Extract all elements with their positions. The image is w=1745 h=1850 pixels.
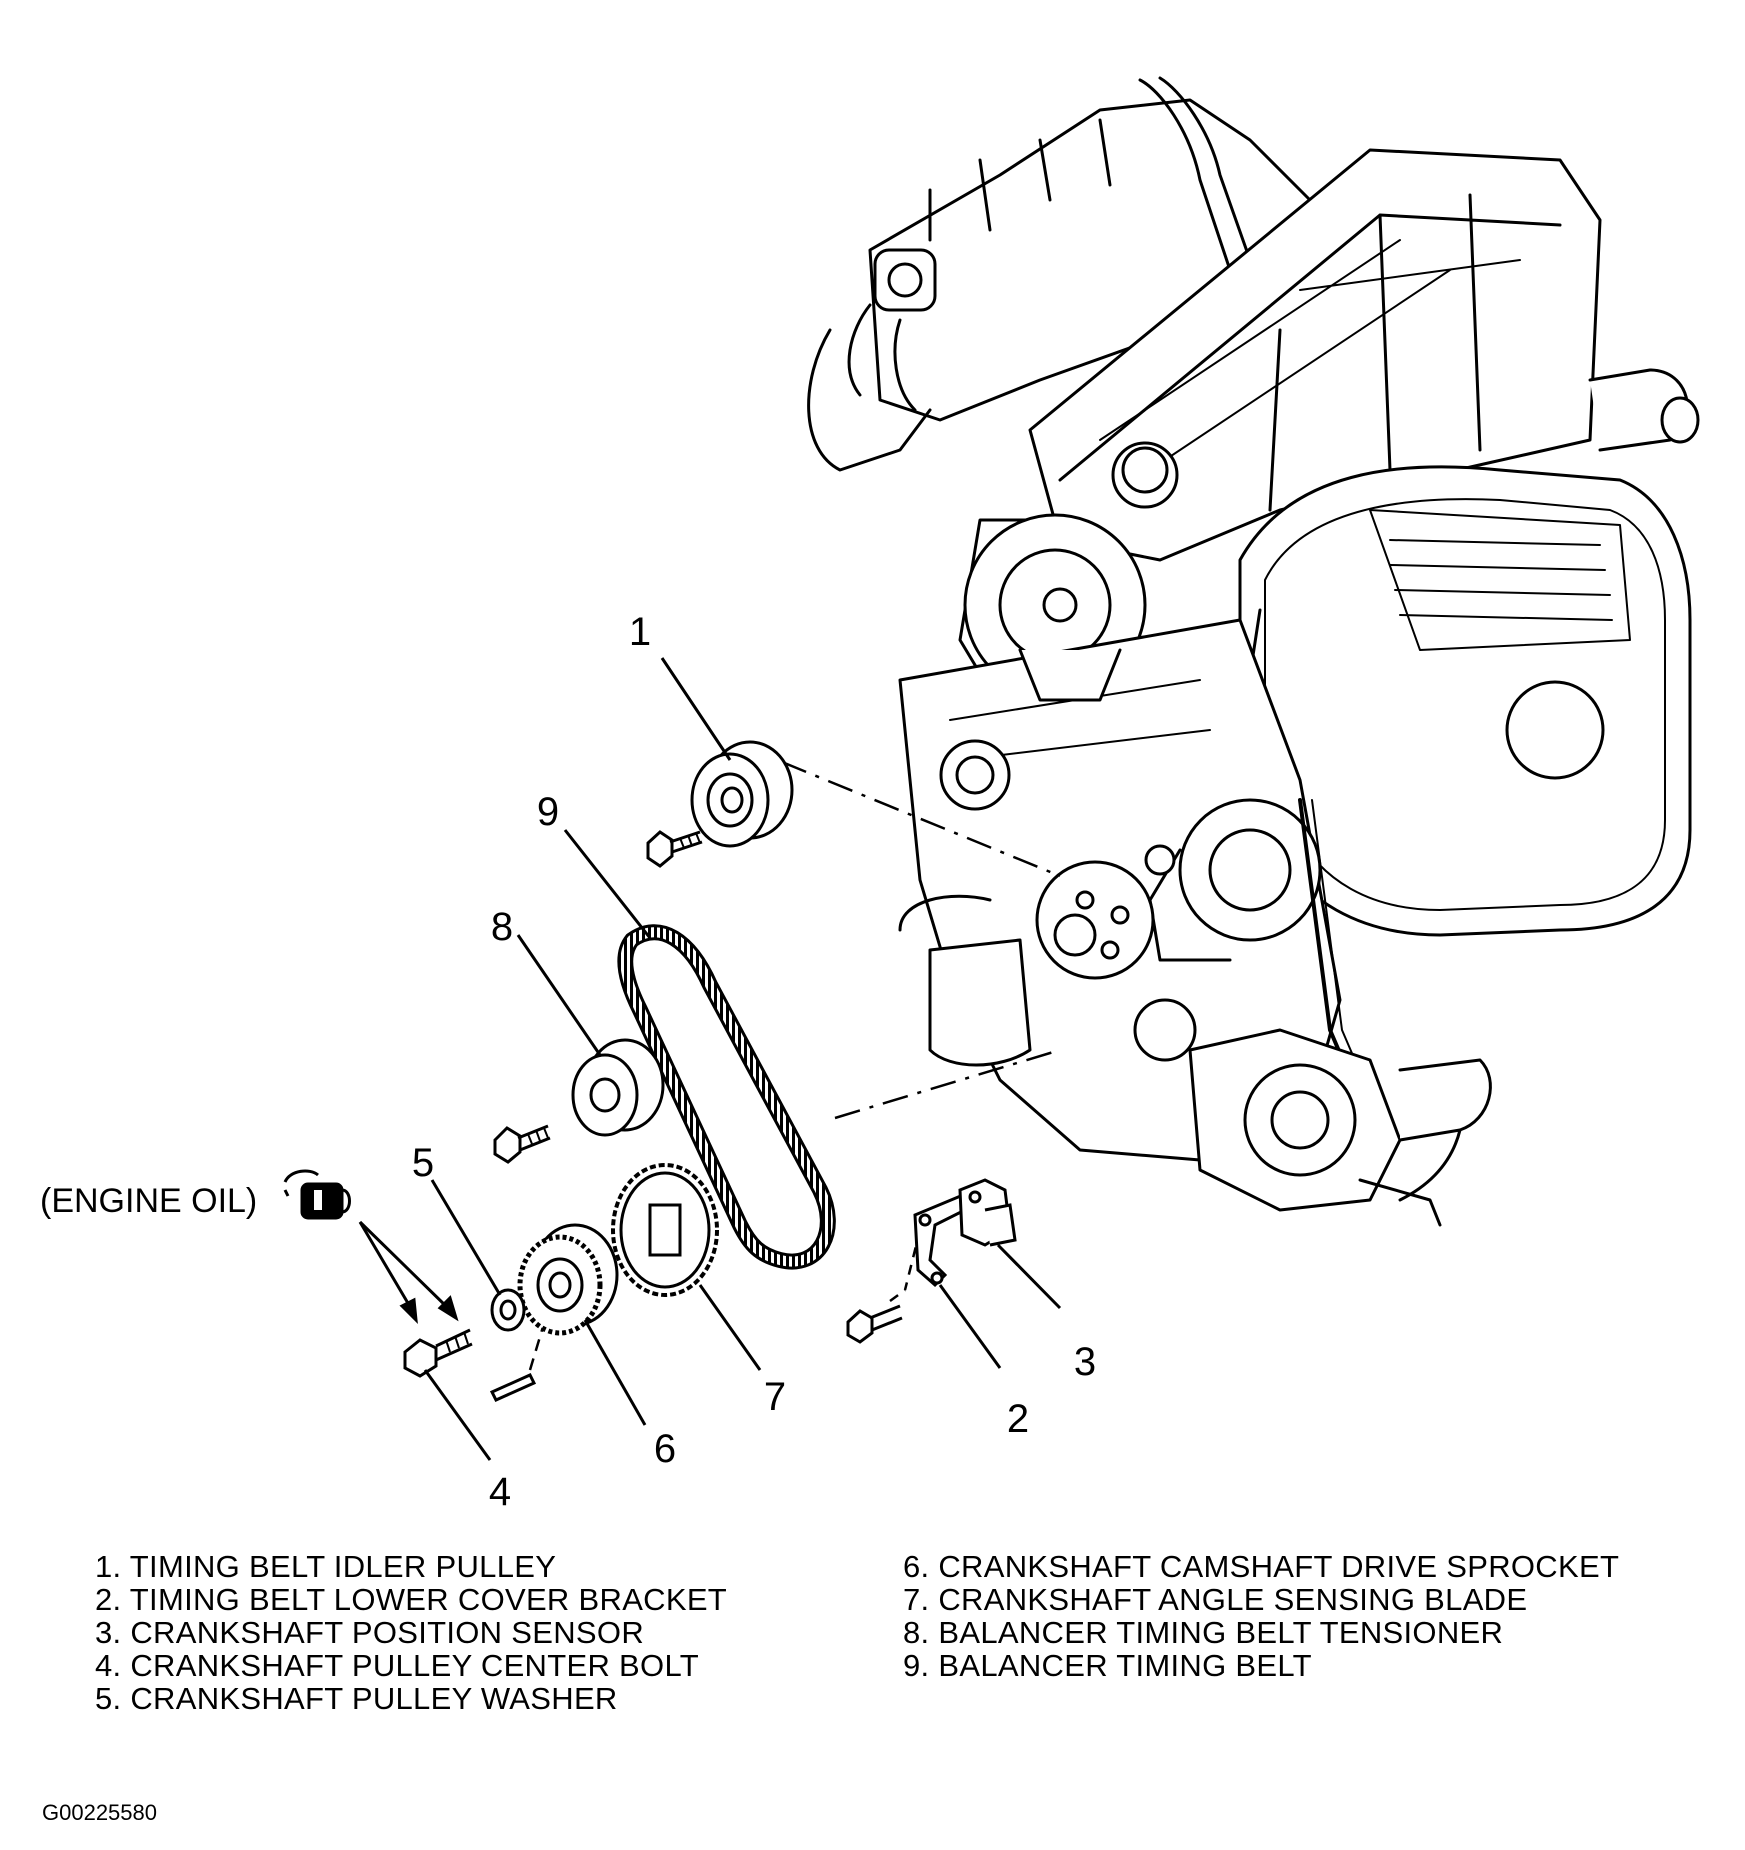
bracket-bolt xyxy=(846,1304,903,1344)
legend-item-1: 1. TIMING BELT IDLER PULLEY xyxy=(95,1549,557,1584)
callout-3: 3 xyxy=(1074,1340,1096,1384)
balancer-timing-belt xyxy=(617,924,836,1270)
sensor-bracket-line xyxy=(889,1229,922,1303)
angle-sensing-blade xyxy=(611,1163,719,1297)
callout-numbers: 1 2 3 4 5 6 7 8 9 xyxy=(412,610,1096,1514)
figure-id: G00225580 xyxy=(42,1800,157,1825)
woodruff-key xyxy=(489,1373,537,1402)
callout-2: 2 xyxy=(1007,1397,1029,1441)
legend-item-3: 3. CRANKSHAFT POSITION SENSOR xyxy=(95,1615,645,1650)
leader-8 xyxy=(516,934,602,1056)
callout-7: 7 xyxy=(764,1375,786,1419)
legend-right: 6. CRANKSHAFT CAMSHAFT DRIVE SPROCKET 7.… xyxy=(903,1550,1619,1682)
pulley-washer xyxy=(490,1288,526,1332)
callout-1: 1 xyxy=(629,610,651,654)
engine-oil-label: (ENGINE OIL) xyxy=(40,1182,257,1220)
legend-item-5: 5. CRANKSHAFT PULLEY WASHER xyxy=(95,1681,618,1716)
legend-item-2: 2. TIMING BELT LOWER COVER BRACKET xyxy=(95,1582,728,1617)
legend-item-6: 6. CRANKSHAFT CAMSHAFT DRIVE SPROCKET xyxy=(903,1549,1620,1584)
idler-bolt xyxy=(646,830,703,868)
leader-5 xyxy=(430,1179,502,1296)
leader-4 xyxy=(423,1369,492,1461)
legend-item-8: 8. BALANCER TIMING BELT TENSIONER xyxy=(903,1615,1504,1650)
leader-3 xyxy=(996,1243,1062,1310)
callout-4: 4 xyxy=(489,1470,511,1514)
legend-item-9: 9. BALANCER TIMING BELT xyxy=(903,1648,1312,1683)
belt-tensioner xyxy=(571,1038,665,1137)
leader-9 xyxy=(563,829,652,939)
callout-9: 9 xyxy=(537,790,559,834)
leader-2 xyxy=(938,1284,1002,1369)
leader-lines xyxy=(423,657,1062,1461)
center-bolt xyxy=(403,1328,473,1378)
callout-8: 8 xyxy=(491,905,513,949)
idler-pulley xyxy=(690,740,794,848)
leader-7 xyxy=(698,1284,762,1371)
tensioner-alignment-line xyxy=(834,1048,1061,1120)
callout-6: 6 xyxy=(654,1427,676,1471)
leader-1 xyxy=(660,657,732,761)
position-sensor xyxy=(958,1178,1017,1247)
oil-arrows xyxy=(358,1220,459,1325)
leader-6 xyxy=(583,1319,647,1426)
callout-5: 5 xyxy=(412,1141,434,1185)
legend-item-4: 4. CRANKSHAFT PULLEY CENTER BOLT xyxy=(95,1648,699,1683)
engine-block xyxy=(807,76,1700,1227)
legend-item-7: 7. CRANKSHAFT ANGLE SENSING BLADE xyxy=(903,1582,1528,1617)
legend-left: 1. TIMING BELT IDLER PULLEY 2. TIMING BE… xyxy=(95,1550,727,1715)
oil-can-icon xyxy=(283,1169,351,1220)
tensioner-bolt xyxy=(493,1124,551,1164)
crank-sprocket xyxy=(517,1223,619,1336)
idler-alignment-line xyxy=(781,760,1061,878)
